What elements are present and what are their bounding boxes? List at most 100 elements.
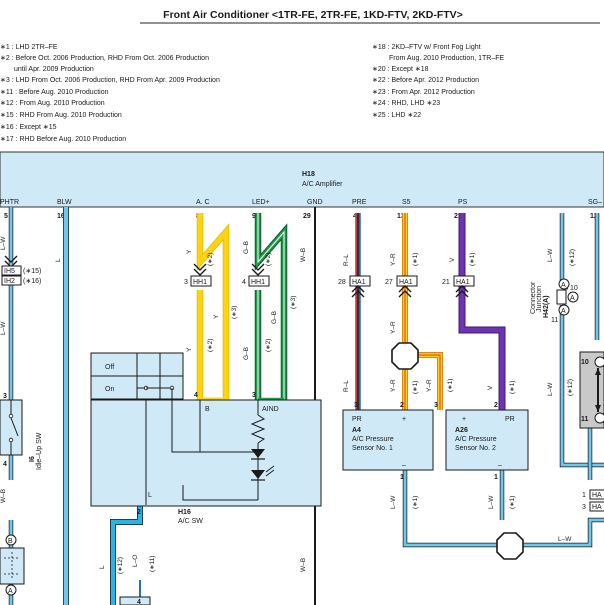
component-name: A/C Pressure	[352, 436, 394, 443]
connector-code: HA1	[352, 279, 366, 286]
wire-color-label: L	[99, 565, 106, 569]
pin-number: 2	[400, 402, 404, 409]
pressure-sensor-1: 3 2 1 PR + – A4 A/C Pressure Sensor No. …	[342, 402, 434, 481]
terminal-label: A. C	[196, 199, 210, 206]
wire-option-label: (∗2)	[207, 339, 214, 352]
connector-ha1-a: HA1 28	[338, 275, 371, 298]
wire-color-label: Y	[213, 314, 220, 319]
pin-number: 9	[252, 213, 256, 220]
junction-connector-h42: A A A 10 11 H42(A) Junction Connector	[530, 278, 579, 324]
wire-option-label: (∗1)	[509, 381, 516, 394]
wire-option-label: (∗12)	[117, 557, 124, 574]
wire-option-label: (∗3)	[231, 306, 238, 319]
note-line: ∗15 : RHD From Aug. 2010 Production	[0, 112, 122, 119]
connector-ih: IH5 IH2 (∗15) (∗16)	[1, 255, 41, 286]
pin-number: 11	[551, 317, 558, 324]
pin-number: 13	[397, 213, 405, 220]
pin-number: 21	[442, 279, 450, 286]
wire-option-label: (∗1)	[412, 496, 419, 509]
connector-code: IH5	[4, 268, 15, 275]
wire-color-label: R–L	[343, 254, 350, 266]
connector-code: HA1	[399, 279, 413, 286]
right-module-block: 10 11	[579, 351, 604, 429]
connector-pin-letter: A	[570, 295, 575, 302]
terminal-label: +	[462, 416, 466, 423]
note-line: ∗24 : RHD, LHD ∗23	[372, 100, 440, 107]
note-line: ∗1 : LHD 2TR–FE	[0, 44, 58, 51]
connector-ha1-b: HA1 27	[385, 275, 418, 298]
wire-color-label: Y	[186, 249, 193, 254]
terminal-label: PR	[505, 416, 515, 423]
pin-number: 1	[494, 474, 498, 481]
connector-code: HH1	[251, 279, 265, 286]
wire-color-label: L–W	[0, 321, 7, 335]
pressure-sensor-2: 3 2 1 + PR – A26 A/C Pressure Sensor No.…	[434, 402, 529, 481]
terminal-label: SG–	[588, 199, 602, 206]
note-line: ∗22 : Before Apr. 2012 Production	[372, 77, 479, 84]
connector-name: Connector	[530, 281, 537, 314]
note-line: ∗16 : Except ∗15	[0, 124, 57, 131]
connector-code: IH2	[4, 278, 15, 285]
terminal-label: S5	[402, 199, 411, 206]
pin-number: 2	[137, 509, 141, 516]
wire-option-label: (∗1)	[469, 253, 476, 266]
terminal-label: PS	[458, 199, 468, 206]
switch-position-on: On	[105, 386, 114, 393]
note-line: ∗18 : 2KD–FTV w/ Front Fog Light	[372, 44, 481, 51]
pin-number: 27	[385, 279, 393, 286]
pin-number: 12	[590, 213, 598, 220]
wire-s5	[402, 213, 443, 410]
wire-option-label: (∗11)	[149, 555, 156, 572]
pin-number: 1	[582, 492, 586, 499]
notes-right: ∗18 : 2KD–FTV w/ Front Fog Light From Au…	[372, 44, 504, 119]
wire-color-label: L–W	[547, 248, 554, 262]
notes-left: ∗1 : LHD 2TR–FE ∗2 : Before Oct. 2006 Pr…	[0, 44, 220, 143]
pin-number: 3	[3, 393, 7, 400]
connector-option: (∗15)	[23, 268, 41, 275]
component-code: A26	[455, 427, 468, 434]
wire-option-label: (∗12)	[569, 249, 576, 266]
amplifier-terminals: PHTR BLW A. C LED+ GND PRE S5 PS SG– 5 1…	[0, 199, 602, 220]
wire-led-green	[254, 213, 288, 403]
connector-code: HA1	[456, 279, 470, 286]
connector-lower-left: B A	[0, 534, 25, 596]
wire-color-label: G–B	[243, 347, 250, 360]
terminal-label: –	[498, 462, 502, 469]
connector-pin-letter: B	[8, 538, 13, 545]
pin-number: 3	[354, 402, 358, 409]
wire-color-label: L	[55, 258, 62, 262]
terminal-label: PRE	[352, 199, 367, 206]
splice-point	[391, 342, 419, 370]
terminal-label: PR	[352, 416, 362, 423]
component-code: I6	[29, 456, 36, 462]
ac-switch: Off On 4 3 B AIND L 2	[90, 352, 322, 516]
pin-number: 4	[242, 279, 246, 286]
connector-hh1-b: HH1 4	[242, 263, 270, 287]
terminal-label: AIND	[262, 406, 279, 413]
wire-sensor-grounds	[402, 470, 604, 548]
component-name: Sensor No. 1	[352, 445, 393, 452]
wire-color-label: G–B	[243, 241, 250, 254]
wire-option-label: (∗1)	[412, 253, 419, 266]
idle-up-switch: 3 4 I6 Idle–Up SW	[0, 393, 43, 470]
connector-ha1-c: HA1 21	[442, 275, 475, 298]
wire-option-label: (∗2)	[265, 253, 272, 266]
terminal-label: –	[402, 462, 406, 469]
wire-color-label: Y–R	[390, 379, 397, 392]
pin-number: 21	[454, 213, 462, 220]
wire-option-label: (∗3)	[290, 296, 297, 309]
note-line: ∗20 : Except ∗18	[372, 66, 429, 73]
component-name: Sensor No. 2	[455, 445, 496, 452]
splice-point	[496, 532, 524, 560]
connector-name: Junction	[536, 286, 543, 312]
pin-number: 3	[582, 504, 586, 511]
pin-number: 28	[338, 279, 346, 286]
wire-color-label: L–W	[390, 495, 397, 509]
wire-color-label: V	[449, 257, 456, 262]
wire-color-label: L–W	[488, 495, 495, 509]
pin-number: 11	[581, 416, 589, 423]
note-line: ∗25 : LHD ∗22	[372, 112, 421, 119]
component-code: H16	[178, 509, 191, 516]
